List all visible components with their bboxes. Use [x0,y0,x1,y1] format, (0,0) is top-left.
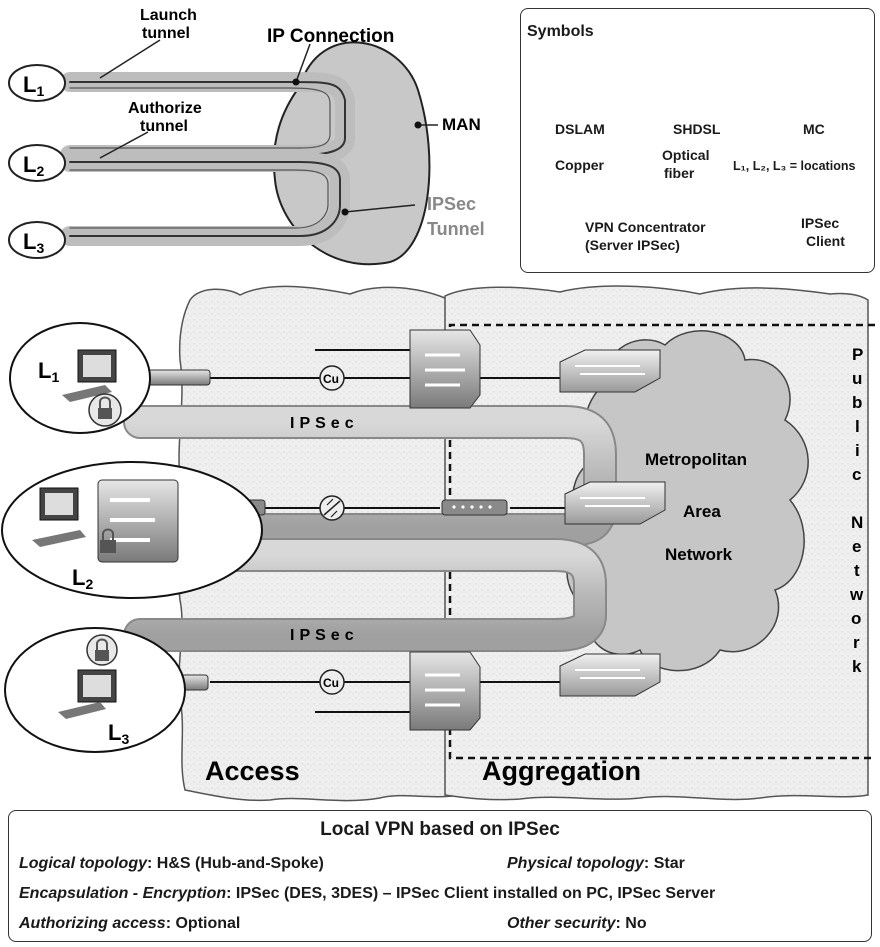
public-network-label: P u b l i c N e t w o r k [849,345,864,676]
physical-topology-row: Physical topology: Star [507,855,685,873]
location-l3: L3 [4,627,186,753]
svg-text:i: i [855,441,860,460]
ip-connection-label: IP Connection [267,26,394,47]
authorizing-access-value: : Optional [165,915,241,932]
encapsulation-row: Encapsulation - Encryption: IPSec (DES, … [19,885,715,903]
optical-fiber-badge [319,495,345,521]
tunnel-diagram: Launch tunnel Authorize tunnel IP Connec… [8,7,485,266]
tunnel-tubes [60,72,355,246]
other-security-value: : No [615,915,647,932]
shdsl-label: SHDSL [673,121,721,137]
symbols-panel: Symbols DSLAM SHDSL MC Copper Optical fi… [520,8,875,273]
man-label-line-1: Metropolitan [645,450,747,469]
svg-text:o: o [851,609,861,628]
dslam-label: DSLAM [555,121,605,137]
ipsec-client-label-1: IPSec [801,215,840,231]
svg-text:b: b [852,393,862,412]
svg-text:w: w [849,585,864,604]
aggregation-label: Aggregation [482,756,641,786]
ipsec-band-2-label: IPSec [290,627,359,644]
launch-tunnel-label-2: tunnel [142,25,190,42]
svg-text:l: l [855,417,860,436]
vpn-concentrator-label-1: VPN Concentrator [585,219,706,235]
top-location-2: L2 [8,144,66,182]
switch-lower [559,653,661,697]
physical-topology-label: Physical topology [507,855,644,872]
launch-tunnel-label-1: Launch [140,7,197,24]
vpn-concentrator-label-2: (Server IPSec) [585,237,680,253]
copper-badge-1: Cu [319,365,345,391]
svg-text:N: N [851,513,863,532]
switch-upper [559,349,661,393]
top-location-3: L3 [8,221,66,259]
svg-text:u: u [852,369,862,388]
man-label-line-2: Area [683,502,721,521]
ipsec-client-label-2: Client [806,233,845,249]
encapsulation-label: Encapsulation - Encryption [19,885,227,902]
dslam-device-lower [409,651,481,731]
symbols-title: Symbols [527,23,594,40]
man-label-line-3: Network [665,545,733,564]
svg-text:L1: L1 [23,72,44,99]
authorizing-access-label: Authorizing access [19,915,166,932]
svg-text:P: P [852,345,863,364]
copper-label: Copper [555,157,604,173]
svg-text:L2: L2 [23,152,44,179]
network-diagram: IPSec IPSec Cu Cu [1,285,875,802]
svg-text:t: t [854,561,860,580]
info-title: Local VPN based on IPSec [320,819,560,840]
links [210,349,565,713]
other-security-label: Other security [507,915,616,932]
svg-text:k: k [852,657,862,676]
copper-badge-2: Cu [319,669,345,695]
svg-text:r: r [853,633,860,652]
optical-fiber-label-2: fiber [664,165,695,181]
location-l2: L2 [1,461,263,599]
info-box: Local VPN based on IPSec Logical topolog… [8,810,872,942]
logical-topology-row: Logical topology: H&S (Hub-and-Spoke) [19,855,324,873]
access-label: Access [205,756,300,786]
authorizing-access-row: Authorizing access: Optional [19,915,240,933]
logical-topology-value: : H&S (Hub-and-Spoke) [147,855,324,872]
svg-text:c: c [852,465,861,484]
ipsec-tunnel-label-2: Tunnel [427,219,485,239]
svg-text:L2: L2 [72,565,93,592]
ipsec-tunnel-label-1: IPSec [427,194,476,214]
svg-text:Cu: Cu [323,676,339,690]
switch-middle [564,481,666,525]
svg-text:L3: L3 [108,720,129,747]
top-location-1: L1 [8,64,66,102]
svg-text:e: e [852,537,861,556]
encapsulation-value: : IPSec (DES, 3DES) – IPSec Client insta… [226,885,716,902]
mc-label: MC [803,121,825,137]
authorize-tunnel-label-2: tunnel [140,118,188,135]
shdsl-modem-1 [147,369,211,386]
authorize-tunnel-label-1: Authorize [128,100,202,117]
mc-converter-right [441,499,508,516]
logical-topology-label: Logical topology [19,855,147,872]
physical-topology-value: : Star [643,855,685,872]
ipsec-band-1-label: IPSec [290,415,359,432]
dslam-device-upper [409,329,481,409]
svg-text:L3: L3 [23,229,44,256]
other-security-row: Other security: No [507,915,647,933]
svg-text:L1: L1 [38,358,59,385]
svg-text:Cu: Cu [323,372,339,386]
optical-fiber-label-1: Optical [662,147,710,163]
locations-label: L₁, L₂, L₃ = locations [733,159,856,173]
location-l1: L1 [9,322,151,434]
man-label: MAN [442,115,481,134]
